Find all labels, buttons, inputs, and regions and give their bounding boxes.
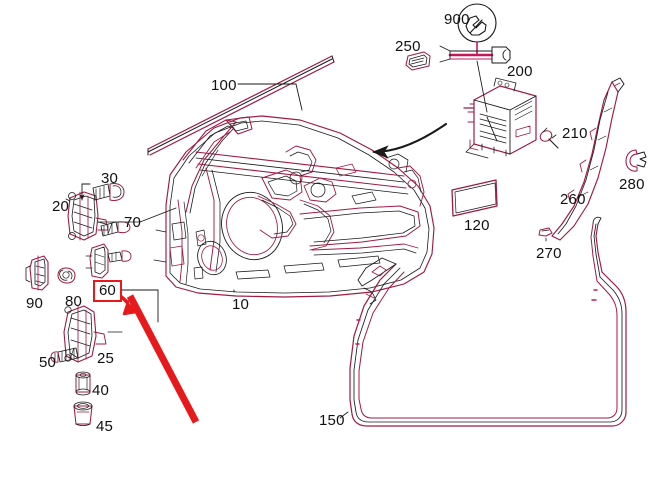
callout-label-25: 25 (97, 350, 115, 367)
callout-label-200: 200 (507, 63, 533, 80)
part-10-door-shell (153, 115, 435, 298)
callout-label-90: 90 (26, 295, 44, 312)
callout-label-150: 150 (319, 412, 345, 429)
callout-label-40: 40 (92, 382, 110, 399)
callout-label-20: 20 (52, 198, 70, 215)
callout-label-60-highlighted: 60 (93, 280, 122, 302)
part-hinge-middle (85, 243, 132, 279)
callout-label-70: 70 (124, 214, 142, 231)
part-50-hinge-pin (50, 347, 79, 363)
part-900-special-tool (439, 3, 511, 113)
callout-label-120: 120 (464, 217, 490, 234)
callout-label-50: 50 (39, 354, 57, 371)
callout-label-100: 100 (211, 77, 237, 94)
installation-direction-arrow (371, 122, 448, 159)
part-270-small-clip (538, 227, 553, 237)
callout-label-80: 80 (65, 293, 83, 310)
callout-label-30: 30 (101, 170, 119, 187)
part-210-plug (539, 127, 559, 149)
part-45-cap-bush (73, 401, 93, 426)
part-25-lower-hinge (63, 305, 107, 363)
diagram-linework (25, 3, 647, 427)
red-pointer-arrow (110, 286, 200, 424)
callout-label-900: 900 (444, 11, 470, 28)
part-260-trim-rail (551, 77, 625, 241)
callout-label-45: 45 (96, 418, 114, 435)
part-200-control-module (463, 77, 537, 159)
callout-label-250: 250 (395, 38, 421, 55)
leader-150 (339, 411, 349, 419)
leader-70b (139, 207, 177, 223)
leader-200 (486, 116, 498, 142)
leader-210 (551, 134, 557, 139)
part-100-belt-moulding (147, 55, 335, 156)
part-90-check-strap (25, 255, 49, 291)
callout-label-210: 210 (562, 125, 588, 142)
part-120-vapour-barrier (451, 179, 498, 217)
part-30-hinge-bolt (79, 183, 125, 201)
callout-label-270: 270 (536, 245, 562, 262)
part-40-bush-spacer (75, 371, 91, 396)
part-80-bush (57, 267, 76, 284)
callout-label-260: 260 (560, 191, 586, 208)
callout-label-10: 10 (232, 296, 250, 313)
part-250-clip (405, 51, 431, 71)
part-280-retaining-clip (625, 149, 647, 172)
callout-label-280: 280 (619, 176, 645, 193)
leader-20 (65, 198, 71, 202)
part-150-weatherstrip-seal (349, 216, 627, 427)
leader-100b (295, 83, 303, 111)
